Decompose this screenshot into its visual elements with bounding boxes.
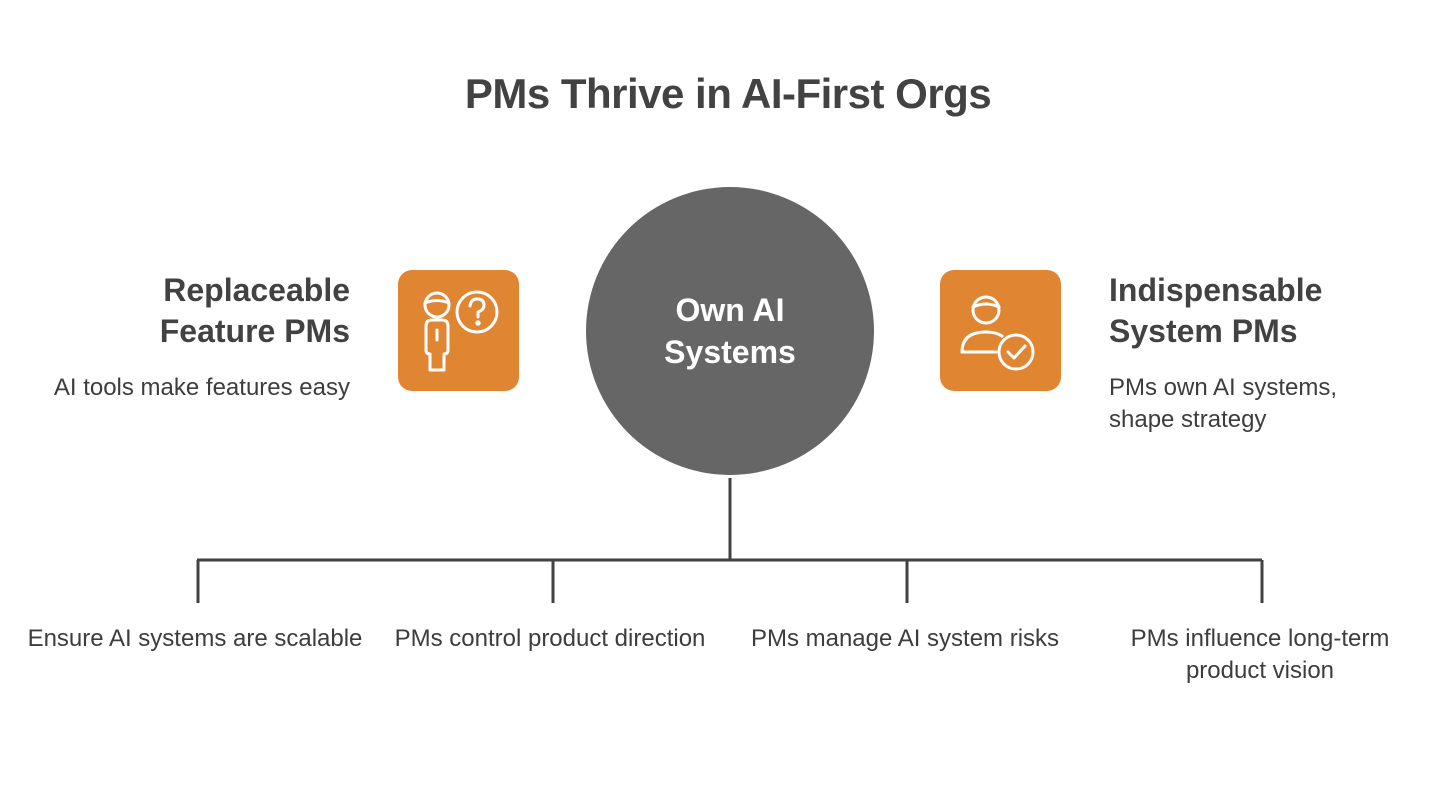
left-icon-box	[398, 270, 519, 391]
branch-label: PMs influence long-term product vision	[1130, 625, 1390, 684]
center-node-label: Own AI Systems	[664, 292, 796, 370]
right-description: PMs own AI systems, shape strategy	[1109, 374, 1338, 433]
person-check-icon	[960, 295, 1035, 371]
branch-label: PMs manage AI system risks	[750, 625, 1060, 652]
right-icon-box	[940, 270, 1061, 391]
diagram-title: PMs Thrive in AI-First Orgs	[464, 70, 992, 117]
branch-label: PMs control product direction	[394, 625, 706, 652]
left-description: AI tools make features easy	[53, 374, 350, 401]
person-question-icon	[423, 290, 499, 372]
left-heading: Replaceable Feature PMs	[159, 272, 350, 349]
branch-label: Ensure AI systems are scalable	[27, 625, 363, 652]
center-node: Own AI Systems	[586, 187, 874, 475]
right-heading: Indispensable System PMs	[1109, 272, 1323, 349]
